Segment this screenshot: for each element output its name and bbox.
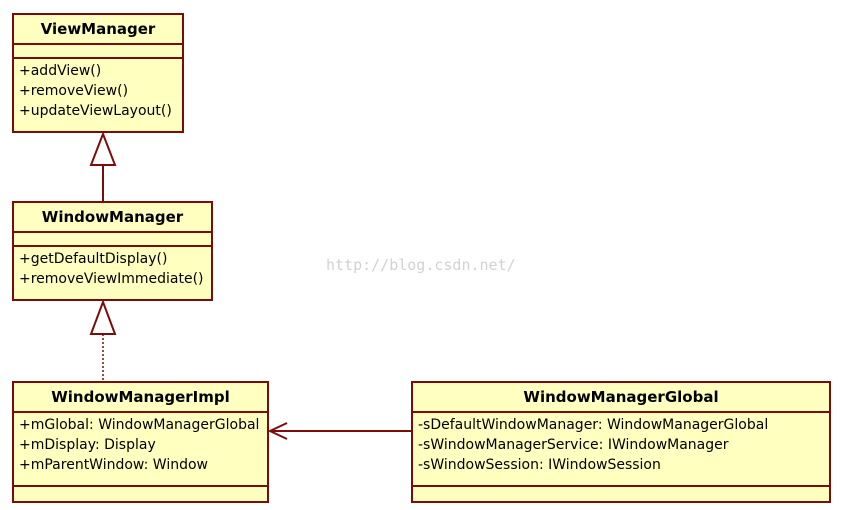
watermark-text: http://blog.csdn.net/	[326, 256, 516, 274]
attribute: -sWindowManagerService: IWindowManager	[418, 437, 729, 453]
class-name: WindowManagerImpl	[14, 383, 267, 413]
attributes-compartment	[14, 45, 182, 59]
generalization-arrowhead	[89, 131, 117, 166]
operation: +removeViewImmediate()	[19, 271, 204, 287]
association-arrowhead	[267, 422, 288, 440]
attribute: +mParentWindow: Window	[19, 457, 208, 473]
operation: +addView()	[19, 63, 102, 79]
class-name: WindowManager	[14, 203, 211, 233]
attributes-compartment	[14, 233, 211, 247]
class-name: WindowManagerGlobal	[413, 383, 829, 413]
class-windowmanager[interactable]: WindowManager +getDefaultDisplay() +remo…	[12, 201, 213, 301]
operations-compartment	[413, 487, 829, 499]
realization-arrowhead	[89, 299, 117, 335]
operation: +getDefaultDisplay()	[19, 251, 168, 267]
class-windowmanagerglobal[interactable]: WindowManagerGlobal -sDefaultWindowManag…	[411, 381, 831, 503]
attributes-compartment: -sDefaultWindowManager: WindowManagerGlo…	[413, 413, 829, 487]
class-name: ViewManager	[14, 15, 182, 45]
attribute: +mDisplay: Display	[19, 437, 156, 453]
class-viewmanager[interactable]: ViewManager +addView() +removeView() +up…	[12, 13, 184, 133]
class-windowmanagerimpl[interactable]: WindowManagerImpl +mGlobal: WindowManage…	[12, 381, 269, 503]
operations-compartment: +addView() +removeView() +updateViewLayo…	[14, 59, 182, 123]
attributes-compartment: +mGlobal: WindowManagerGlobal +mDisplay:…	[14, 413, 267, 487]
operation: +removeView()	[19, 83, 129, 99]
attribute: -sWindowSession: IWindowSession	[418, 457, 661, 473]
operations-compartment	[14, 487, 267, 499]
attribute: -sDefaultWindowManager: WindowManagerGlo…	[418, 417, 769, 433]
operations-compartment: +getDefaultDisplay() +removeViewImmediat…	[14, 247, 211, 291]
attribute: +mGlobal: WindowManagerGlobal	[19, 417, 260, 433]
operation: +updateViewLayout()	[19, 103, 172, 119]
